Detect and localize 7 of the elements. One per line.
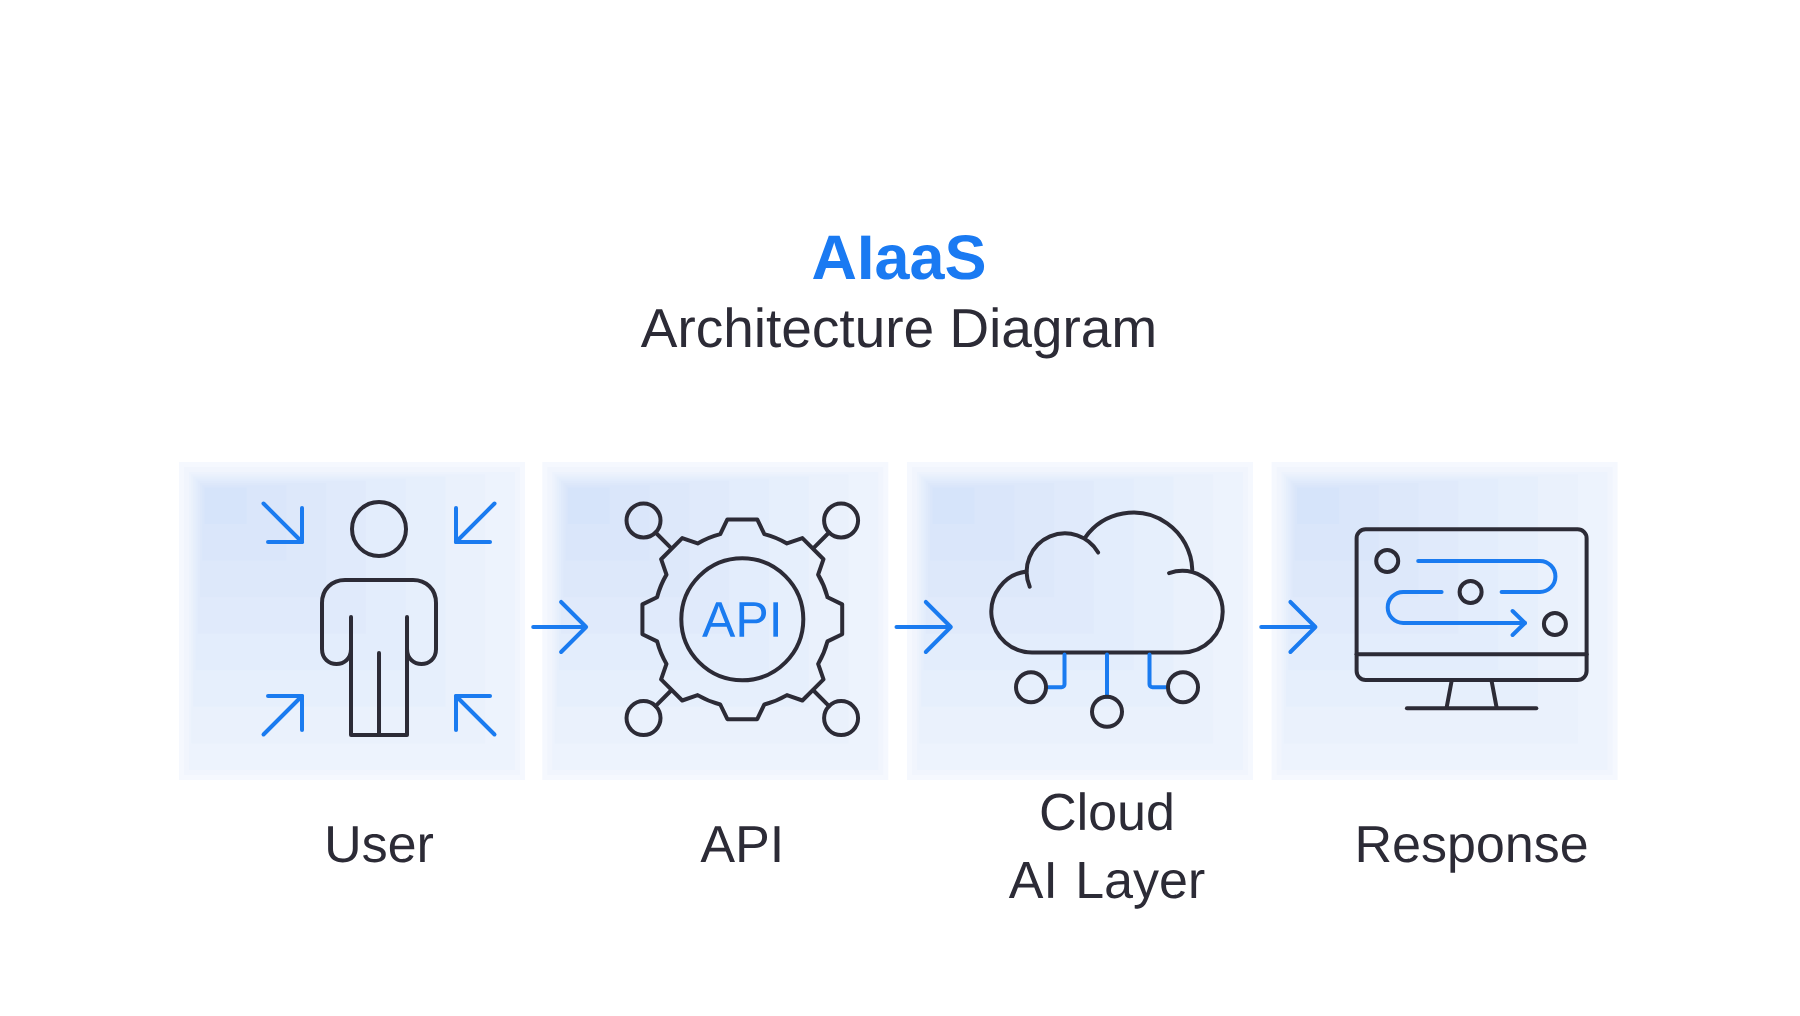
subtitle: Architecture Diagram bbox=[640, 307, 1154, 359]
node-label: Cloud AI Layer bbox=[1008, 792, 1205, 909]
title: AIaaS bbox=[813, 235, 985, 280]
node-label: API bbox=[700, 826, 780, 862]
node-label: Response bbox=[1358, 826, 1587, 873]
node-label: User bbox=[328, 826, 433, 863]
icon-label: API bbox=[702, 602, 778, 637]
